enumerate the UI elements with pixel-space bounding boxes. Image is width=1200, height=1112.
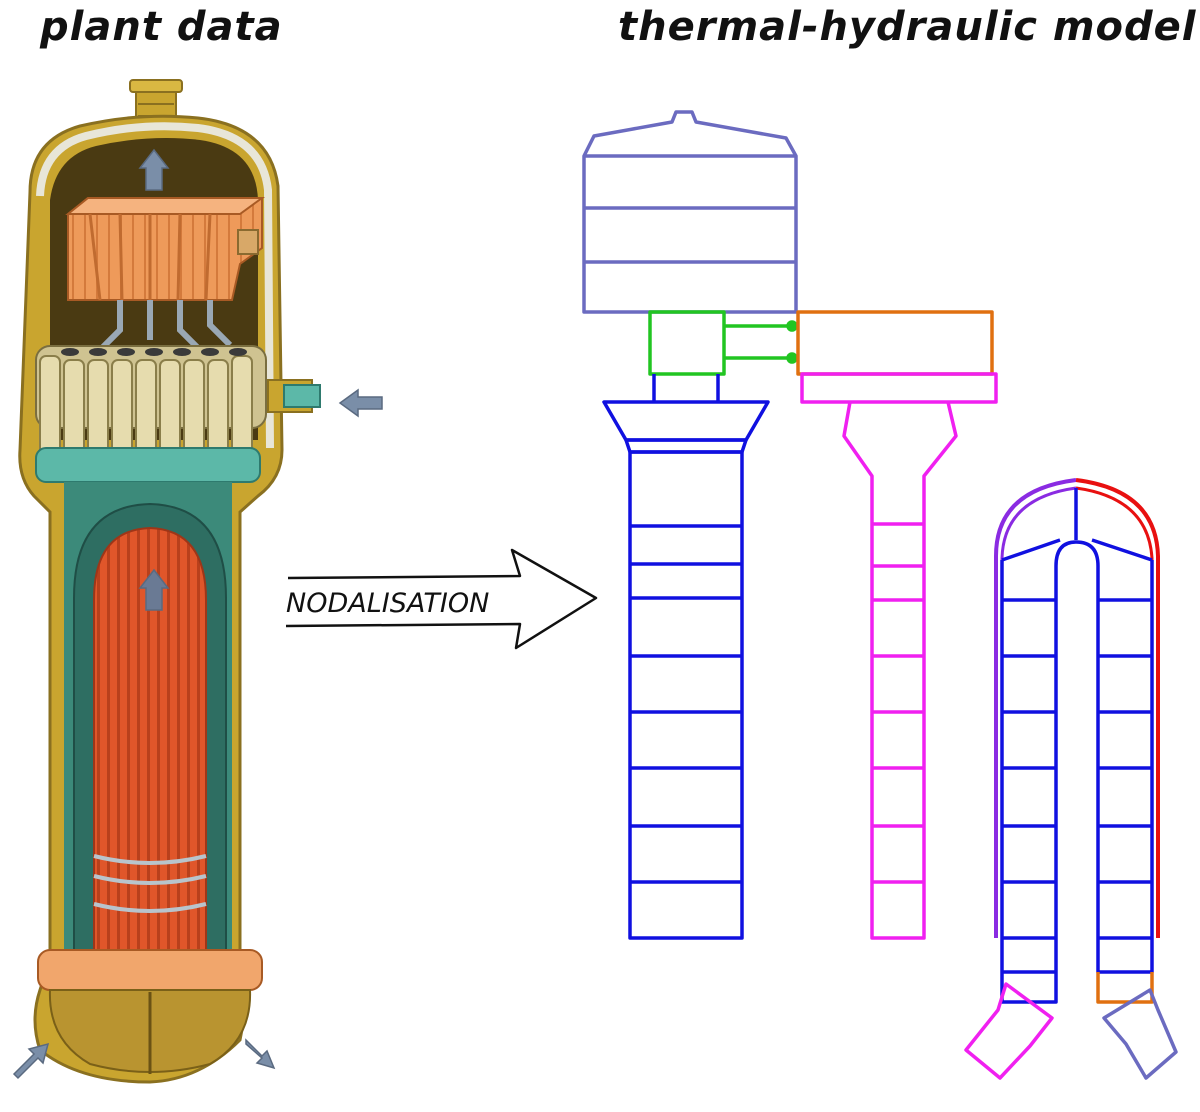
plant-data-title: plant data [40,4,283,50]
tubesheet [37,949,263,991]
moisture-separators [35,345,267,465]
dryer-volume [796,310,994,376]
feedwater-nozzle [267,379,321,413]
steam-up-arrow-icon [138,148,170,191]
separator [648,310,798,376]
u-tube-wall-hot-leg [1075,478,1160,938]
u-tube-primary [1000,488,1154,1004]
steam-dome [582,110,798,314]
flow-arrows [12,148,383,1080]
u-tube-wall [994,478,1160,938]
feedwater-in-arrow-icon [338,388,383,418]
steam-generator-illustration [12,79,383,1084]
outlet-plenum [1096,972,1154,1004]
dryer-drain-pipes [97,300,233,353]
nodalisation-model [582,110,1178,1080]
tube-support-plates [93,854,207,913]
inlet-nozzle [964,982,1054,1080]
u-tube-wall-cold-leg [994,478,1077,938]
riser [602,374,770,940]
steam-dryer [65,197,266,301]
thermal-hydraulic-model-title: thermal-hydraulic model [618,4,1197,50]
primary-inlet-arrow-icon [12,1042,50,1080]
primary-flow-up-arrow-icon [138,568,170,611]
nodalisation-label: NODALISATION [286,588,489,619]
separator-deck-plate [35,447,261,483]
outlet-nozzle [1102,988,1178,1080]
u-tube-bundle [93,526,207,961]
nodalisation-arrow: NODALISATION [285,548,598,650]
nodalisation-arrow-icon [285,548,598,650]
primary-outlet-arrow-icon [245,1038,276,1070]
downcomer [800,372,998,940]
